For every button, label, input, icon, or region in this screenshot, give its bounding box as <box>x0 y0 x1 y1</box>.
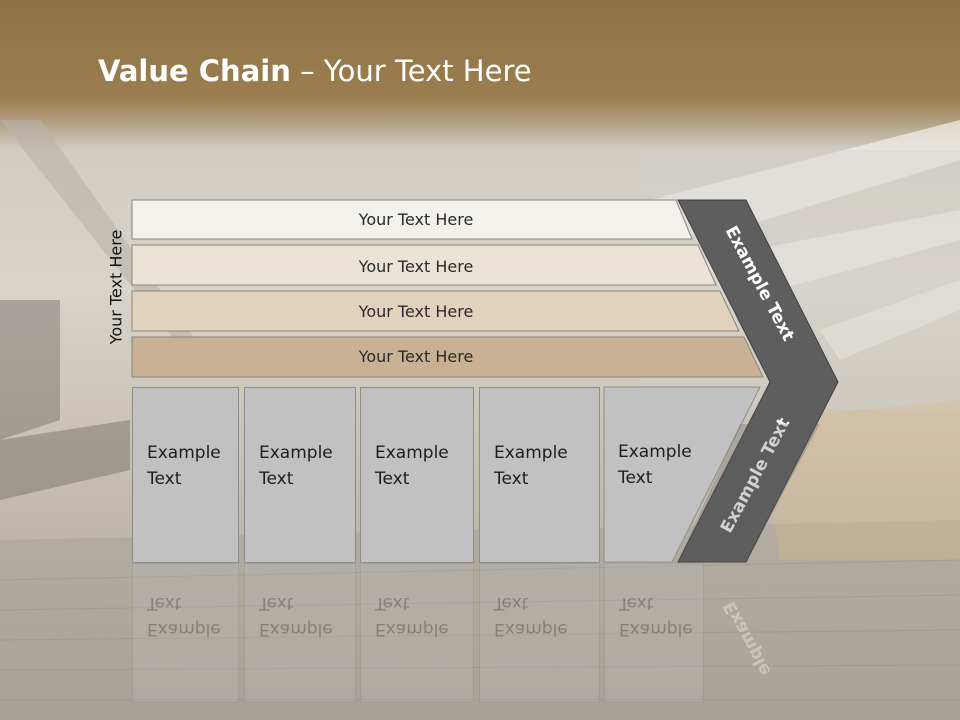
box-1: Example Text <box>132 387 239 563</box>
box-4-reflection: Example Text <box>479 563 600 703</box>
box-5-reflection-label: Example Text <box>619 593 693 639</box>
box-4-label: Example Text <box>494 443 568 489</box>
box-1-reflection-label: Example Text <box>147 593 221 639</box>
box-2: Example Text <box>244 387 356 563</box>
box-5-label: Example Text <box>618 442 692 488</box>
row-label-4: Your Text Here <box>358 347 474 366</box>
box-3-reflection: Example Text <box>360 563 474 703</box>
slide-title-rest: – Your Text Here <box>290 54 532 88</box>
chevron-arrow <box>677 199 839 563</box>
box-3: Example Text <box>360 387 474 563</box>
box-1-reflection: Example Text <box>132 563 239 703</box>
row-bar-3 <box>131 290 740 332</box>
row-label-1: Your Text Here <box>358 210 474 229</box>
box-1-label: Example Text <box>147 443 221 489</box>
box-5-shape <box>603 386 761 563</box>
box-4-reflection-label: Example Text <box>494 593 568 639</box>
box-5: Example Text <box>604 387 714 563</box>
box-2-reflection: Example Text <box>244 563 356 703</box>
box-3-label: Example Text <box>375 443 449 489</box>
row-bar-2 <box>131 244 717 286</box>
row-bar-4 <box>131 336 764 378</box>
box-2-reflection-label: Example Text <box>259 593 333 639</box>
box-5-reflection: Example Text <box>604 563 704 703</box>
slide-title-bold: Value Chain <box>98 54 291 88</box>
slide-title: Value Chain – Your Text Here <box>98 54 532 88</box>
row-label-2: Your Text Here <box>358 257 474 276</box>
box-3-reflection-label: Example Text <box>375 593 449 639</box>
row-bar-1 <box>131 199 693 240</box>
box-reflections: Example Text Example Text Example Text E… <box>132 563 772 703</box>
box-4: Example Text <box>479 387 600 563</box>
box-2-label: Example Text <box>259 443 333 489</box>
row-label-3: Your Text Here <box>358 302 474 321</box>
chevron-reflection <box>678 424 820 562</box>
